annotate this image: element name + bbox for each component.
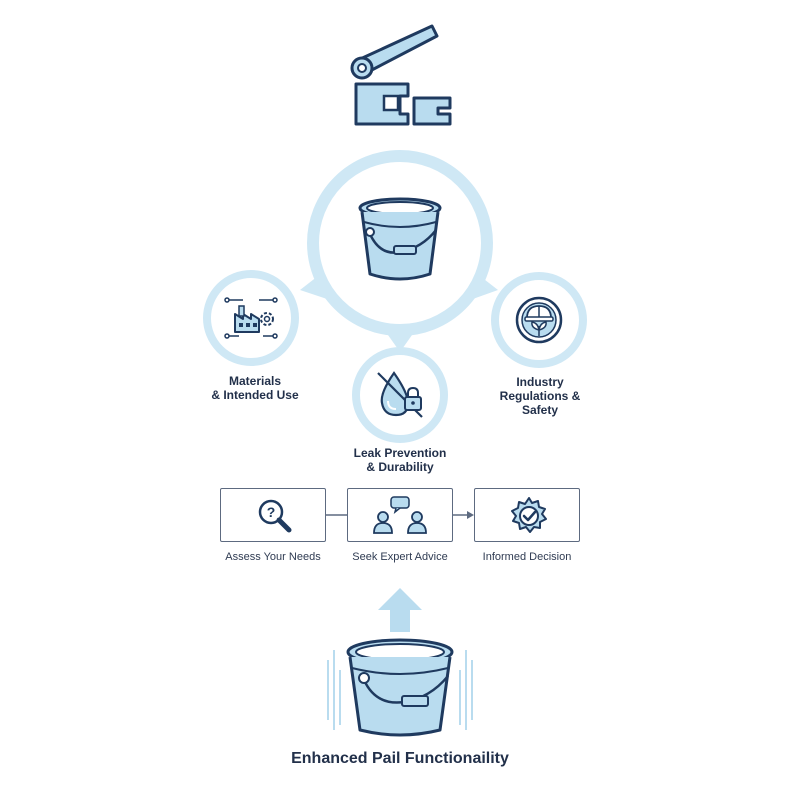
safety-helmet-leaf-badge-icon: [515, 296, 563, 344]
up-arrow-icon: [378, 588, 422, 632]
lid-lever-tool-icon: [350, 24, 452, 126]
step-assess-box: ?: [220, 488, 326, 542]
step-expert-box: [347, 488, 453, 542]
pail-icon: [358, 197, 442, 281]
svg-text:?: ?: [267, 504, 276, 520]
magnifier-question-icon: ?: [258, 499, 292, 533]
gear-check-icon: [511, 497, 547, 533]
footer-title: Enhanced Pail Functionaility: [291, 750, 509, 767]
step-decision-label: Informed Decision: [482, 551, 572, 563]
step-expert-label: Seek Expert Advice: [352, 551, 448, 563]
factory-gear-icon: [224, 297, 278, 339]
regulations-label: Industry Regulations & Safety: [499, 375, 581, 417]
crossed-drop-lock-icon: [377, 371, 423, 418]
step-assess-label: Assess Your Needs: [225, 551, 321, 563]
step-decision-box: [474, 488, 580, 542]
enhanced-pail-icon: [327, 638, 473, 737]
leak-prevention-label: Leak Prevention & Durability: [353, 446, 447, 474]
people-chat-icon: [373, 496, 427, 534]
materials-label: Materials & Intended Use: [211, 374, 299, 402]
